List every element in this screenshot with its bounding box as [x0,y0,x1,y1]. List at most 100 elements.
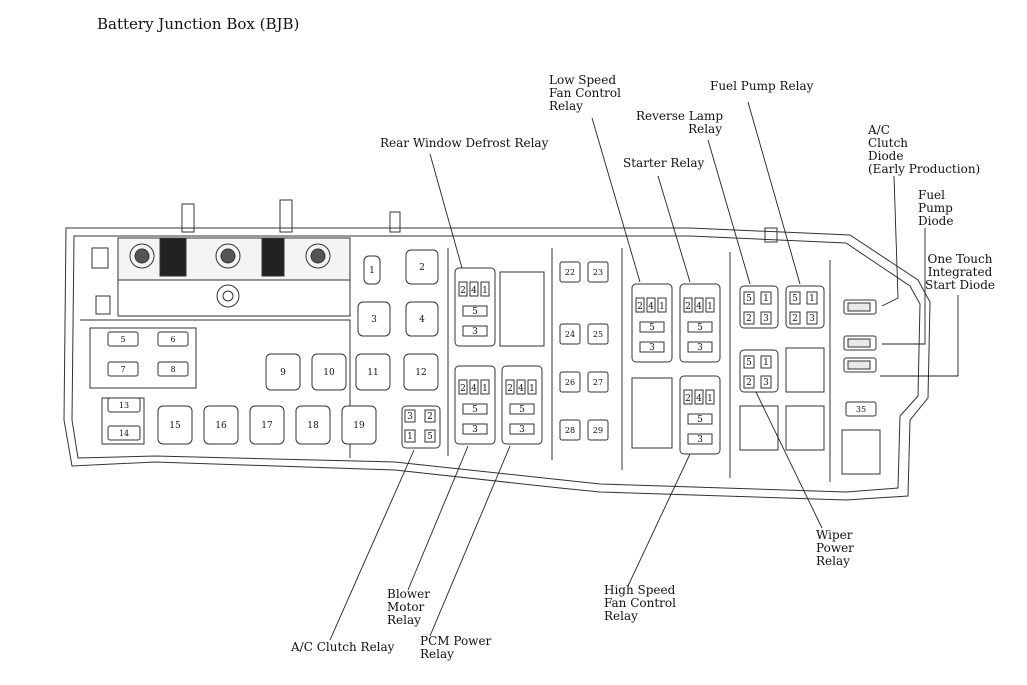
fuse-27: 27 [587,371,609,393]
fuse-label-15: 15 [169,421,181,431]
fuse-label-17: 17 [261,421,273,431]
fuse-label-8: 8 [170,365,175,374]
fuse-label-19: 19 [353,421,365,431]
fuse-label-16: 16 [215,421,227,431]
diagram-title: Battery Junction Box (BJB) [97,15,300,33]
fuse-label-4: 4 [419,315,425,325]
relay-blower-motor-pin-1: 1 [482,384,488,394]
relay-ac-clutch-pin-5: 5 [427,432,433,442]
fuse-label-14: 14 [119,429,129,438]
relay-blower-motor-pin-4: 4 [471,384,477,394]
fuse-label-2: 2 [419,263,425,273]
relay-pcm-power-pin-4: 4 [518,384,524,394]
diode-3 [843,357,877,373]
fuse-label-1: 1 [369,266,375,276]
relay-low-speed-fan-control-pin-2: 2 [637,302,643,312]
relay-fuel-pump-pin-5: 5 [792,294,798,304]
relay-low-speed-fan-control-pin-3: 3 [649,343,655,353]
relay-high-speed-fan-control-pin-5: 5 [697,415,703,425]
fuse-14: 14 [107,425,141,441]
fuse-label-24: 24 [565,330,575,339]
fuse-13: 13 [107,397,141,413]
relay-high-speed-fan-control-pin-2: 2 [685,394,691,404]
fuse-24: 24 [559,323,581,345]
fuse-22: 22 [559,261,581,283]
label-blower-motor-relay: Blower Motor Relay [387,587,430,627]
fuse-label-12: 12 [415,368,426,378]
fuse-35: 35 [845,401,877,417]
fuse-label-7: 7 [120,365,125,374]
relay-ac-clutch-pin-3: 3 [407,412,413,422]
relay-rear-window-defrost-pin-1: 1 [482,286,488,296]
fuse-label-3: 3 [371,315,377,325]
relay-reverse-lamp-pin-1: 1 [763,294,769,304]
fuse-label-26: 26 [565,378,575,387]
fuse-label-5: 5 [120,335,125,344]
fuse-label-27: 27 [593,378,603,387]
relay-fuel-pump-pin-3: 3 [809,314,815,324]
label-reverse-lamp-relay: Reverse Lamp Relay [636,109,724,136]
label-high-speed-fan-control-relay: High Speed Fan Control Relay [604,583,676,623]
label-starter-relay: Starter Relay [623,156,705,170]
relay-blower-motor-pin-3: 3 [472,425,478,435]
leader-line-9 [755,391,823,529]
fuse-15: 15 [157,405,193,445]
label-rear-window-defrost-relay: Rear Window Defrost Relay [380,136,549,150]
leader-line-1 [429,153,463,269]
fuse-label-25: 25 [593,330,603,339]
relay-starter-pin-1: 1 [707,302,713,312]
diode-1 [843,299,877,315]
fuse-29: 29 [587,419,609,441]
leader-line-7 [882,228,926,345]
relay-ac-clutch-pin-2: 2 [427,412,433,422]
fuse-5: 5 [107,331,139,347]
leader-line-13 [329,449,415,641]
relay-wiper-power-pin-5: 5 [746,358,752,368]
label-wiper-power-relay: Wiper Power Relay [816,528,854,568]
relay-wiper-power-pin-3: 3 [763,378,769,388]
diode-2 [843,335,877,351]
label-pcm-power-relay: PCM Power Relay [420,634,492,661]
relay-blower-motor-pin-2: 2 [460,384,466,394]
relay-rear-window-defrost-pin-4: 4 [471,286,477,296]
relay-starter-pin-3: 3 [697,343,703,353]
fuse-8: 8 [157,361,189,377]
fuse-17: 17 [249,405,285,445]
relay-wiper-power-pin-2: 2 [746,378,752,388]
leader-line-3 [747,101,801,285]
fuse-26: 26 [559,371,581,393]
relay-pcm-power-pin-1: 1 [529,384,535,394]
relay-pcm-power-pin-2: 2 [507,384,513,394]
fuse-label-13: 13 [119,401,129,410]
leader-line-5 [657,175,691,283]
label-ac-clutch-relay: A/C Clutch Relay [291,640,395,654]
fuse-28: 28 [559,419,581,441]
label-low-speed-fan-control-relay: Low Speed Fan Control Relay [549,73,621,113]
fuse-7: 7 [107,361,139,377]
relay-reverse-lamp-pin-3: 3 [763,314,769,324]
fuse-3: 3 [357,301,391,337]
relay-rear-window-defrost-pin-2: 2 [460,286,466,296]
relay-low-speed-fan-control-pin-4: 4 [648,302,654,312]
leader-line-6 [881,175,899,307]
relay-reverse-lamp-pin-5: 5 [746,294,752,304]
relay-high-speed-fan-control-pin-4: 4 [696,394,702,404]
fuse-18: 18 [295,405,331,445]
fuse-9: 9 [265,353,301,391]
leader-line-10 [627,453,691,587]
relay-starter-pin-5: 5 [697,323,703,333]
fuse-12: 12 [403,353,439,391]
leader-line-11 [407,445,469,591]
fuse-label-29: 29 [593,426,603,435]
relay-pcm-power-pin-3: 3 [519,425,525,435]
relay-pcm-power-pin-5: 5 [519,405,525,415]
leader-line-4 [707,139,751,285]
label-fuel-pump-relay: Fuel Pump Relay [710,79,814,93]
relay-low-speed-fan-control-pin-5: 5 [649,323,655,333]
